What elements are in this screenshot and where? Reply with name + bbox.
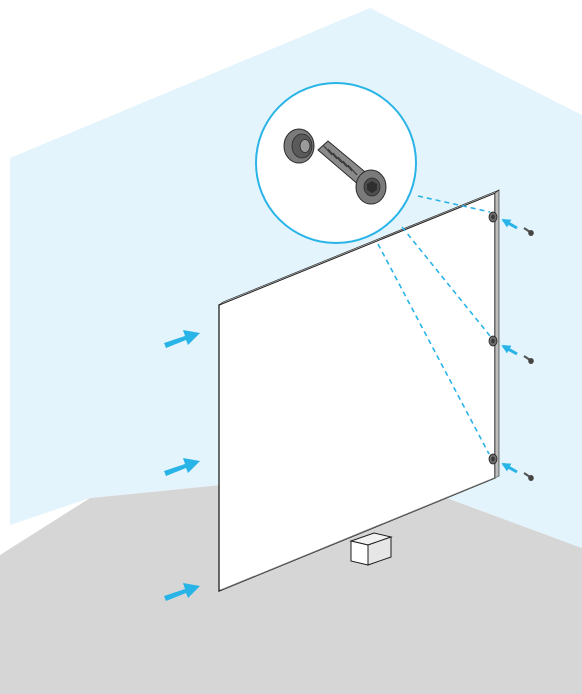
- standoff-bottom-icon: [488, 453, 498, 465]
- standoff-barrel-icon: [283, 128, 315, 164]
- floor-surface: [0, 470, 582, 694]
- mounting-screw-icon: [523, 227, 534, 481]
- detail-magnifier-icon: [255, 82, 417, 244]
- standoff-middle-icon: [488, 335, 498, 347]
- mounting-bolt-icon: [317, 140, 387, 205]
- standoff-top-icon: [488, 211, 498, 223]
- support-block: [349, 532, 393, 566]
- push-arrow-icon: [164, 330, 200, 601]
- wall-panel: [218, 189, 500, 592]
- detail-leader-lines: [377, 195, 491, 455]
- screw-arrow-icons: [501, 218, 518, 474]
